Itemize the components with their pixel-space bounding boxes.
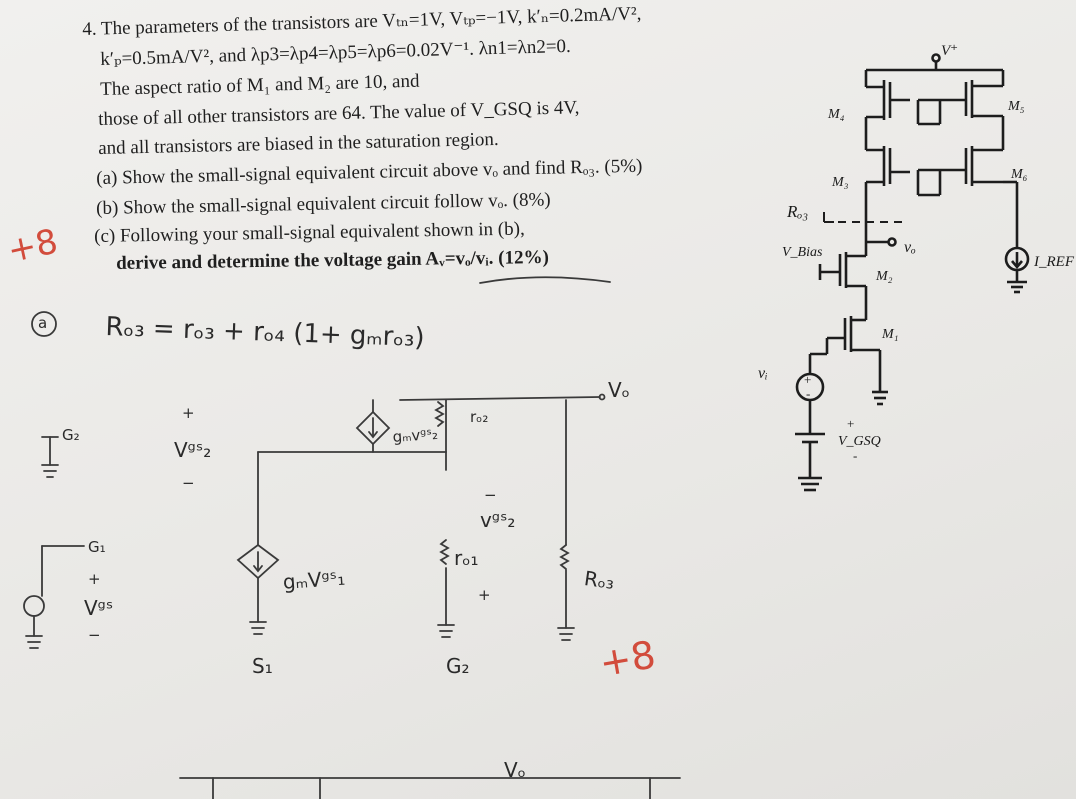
ro3-hand-label: Rₒ₃ (582, 566, 616, 594)
vo-plus: + (478, 586, 491, 604)
vgs2-plus: + (182, 404, 195, 422)
vgs2-minus-b: − (484, 486, 497, 504)
vgsq-minus: - (853, 448, 857, 463)
m5-label: M₅ (1007, 99, 1025, 114)
vgs-label: Vᵍˢ (84, 596, 114, 620)
g1-label: G₁ (88, 538, 106, 556)
vplus-label: V⁺ (941, 43, 958, 59)
vgs2-label: Vᵍˢ₂ (174, 438, 212, 462)
m2-label: M₂ (875, 269, 893, 284)
m4-label: M₄ (827, 107, 845, 122)
g2-label: G₂ (62, 426, 80, 444)
vgs2-minus: − (182, 474, 195, 492)
ro2-label: rₒ₂ (470, 408, 489, 426)
vi-minus: - (806, 386, 810, 401)
s1-label: S₁ (252, 654, 273, 678)
part-a-circle (31, 311, 57, 337)
vgs-plus: + (88, 570, 101, 588)
ro1-label: rₒ₁ (454, 546, 479, 570)
vo-bottom-label: Vₒ (504, 758, 526, 782)
vo-hand-label: Vₒ (608, 378, 630, 402)
part-a-label: a (38, 314, 48, 332)
m3-label: M₃ (831, 175, 849, 190)
m1-label: M₁ (881, 327, 899, 342)
vbias-label: V_Bias (782, 245, 823, 260)
vgsq-plus: + (847, 416, 854, 431)
vgs-minus: − (88, 626, 101, 644)
vo-label: vₒ (904, 239, 916, 256)
g2-b-label: G₂ (446, 654, 470, 678)
vi-plus: + (804, 372, 811, 387)
gm-vgs2-label: gₘvᵍˢ₂ (392, 424, 439, 446)
gm-vgs1-label: gₘVᵍˢ₁ (282, 565, 346, 594)
iref-label: I_REF (1033, 254, 1075, 270)
ro3-label: Rₒ₃ (786, 202, 808, 221)
vgsq-label: V_GSQ (838, 434, 881, 449)
vi-label: vᵢ (758, 365, 768, 382)
m6-label: M₆ (1010, 167, 1028, 182)
vgs2-b-label: vᵍˢ₂ (480, 508, 516, 532)
